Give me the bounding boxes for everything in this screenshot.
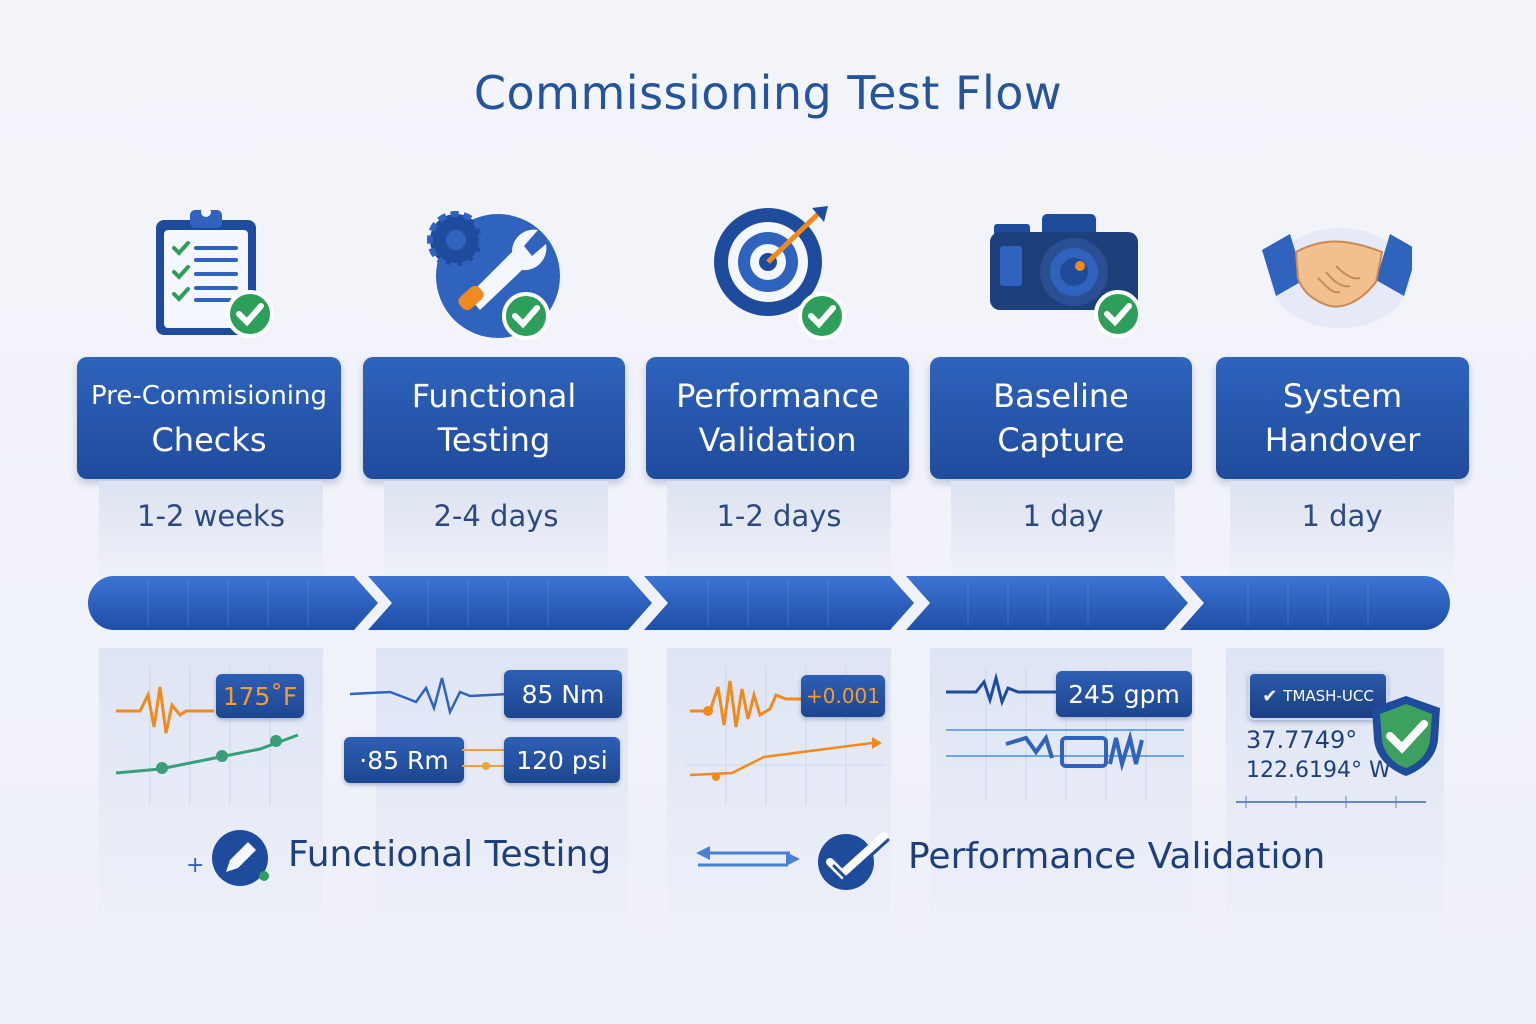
wrench-gear-icon bbox=[420, 200, 570, 340]
stage-label-line1: Baseline bbox=[993, 377, 1129, 415]
double-arrow-icon bbox=[696, 844, 804, 874]
stage-duration: 2-4 days bbox=[384, 481, 608, 581]
target-arrow-icon bbox=[700, 200, 850, 340]
check-icon: ✔ bbox=[1262, 685, 1278, 707]
stage-label-line1: System bbox=[1282, 377, 1403, 415]
stage-box-system-handover: System Handover bbox=[1216, 357, 1469, 479]
page-title: Commissioning Test Flow bbox=[473, 66, 1063, 120]
stage-duration: 1-2 weeks bbox=[99, 481, 323, 581]
stage-box-performance-validation: Performance Validation bbox=[646, 357, 909, 479]
stage-label-line1: Pre-Commisioning bbox=[90, 381, 328, 411]
stage-label-line1: Functional bbox=[411, 377, 577, 415]
stage-box-baseline-capture: Baseline Capture bbox=[930, 357, 1192, 479]
stage-label-line1: Performance bbox=[676, 377, 879, 415]
temperature-readout: 175˚F bbox=[216, 674, 304, 718]
stage-label-line2: Checks bbox=[151, 421, 267, 459]
shield-check-icon bbox=[1368, 694, 1444, 778]
stage-duration: 1-2 days bbox=[667, 481, 891, 581]
torque-secondary-readout: ·85 Rm bbox=[344, 737, 464, 783]
baseline-graphic bbox=[1236, 790, 1426, 810]
flow-readout: 245 gpm bbox=[1056, 671, 1192, 717]
stage-box-pre-commissioning: Pre-Commisioning Checks bbox=[77, 357, 341, 479]
torque-waveform-graphic bbox=[349, 668, 511, 722]
check-circle-icon bbox=[814, 830, 894, 892]
stage-label-line2: Capture bbox=[997, 421, 1125, 459]
flow-waveform-graphic bbox=[946, 668, 1186, 800]
pencil-icon: + bbox=[186, 828, 270, 890]
stage-label-line2: Testing bbox=[437, 421, 551, 459]
hash-label: TMASH-UCC bbox=[1283, 687, 1374, 705]
hash-badge: ✔ TMASH-UCC bbox=[1248, 672, 1388, 720]
latitude-readout: 37.7749° bbox=[1246, 726, 1358, 754]
connector-graphic bbox=[462, 740, 506, 780]
legend-functional-testing: Functional Testing bbox=[288, 834, 612, 875]
longitude-readout: 122.6194° W bbox=[1246, 758, 1391, 783]
stage-box-functional-testing: Functional Testing bbox=[363, 357, 625, 479]
legend-performance-validation: Performance Validation bbox=[908, 836, 1326, 877]
handshake-icon bbox=[1262, 208, 1418, 348]
stage-label-line2: Validation bbox=[698, 421, 857, 459]
torque-readout: 85 Nm bbox=[504, 670, 622, 718]
stage-duration: 1 day bbox=[1230, 481, 1454, 581]
stage-duration: 1 day bbox=[951, 481, 1175, 581]
tolerance-readout: +0.001 bbox=[801, 675, 885, 717]
timeline-arrow-bar bbox=[88, 576, 1450, 630]
stage-label-line2: Handover bbox=[1264, 421, 1421, 459]
camera-icon bbox=[988, 200, 1142, 340]
svg-text:+: + bbox=[186, 853, 204, 878]
clipboard-check-icon bbox=[138, 200, 288, 340]
pressure-readout: 120 psi bbox=[504, 737, 620, 783]
